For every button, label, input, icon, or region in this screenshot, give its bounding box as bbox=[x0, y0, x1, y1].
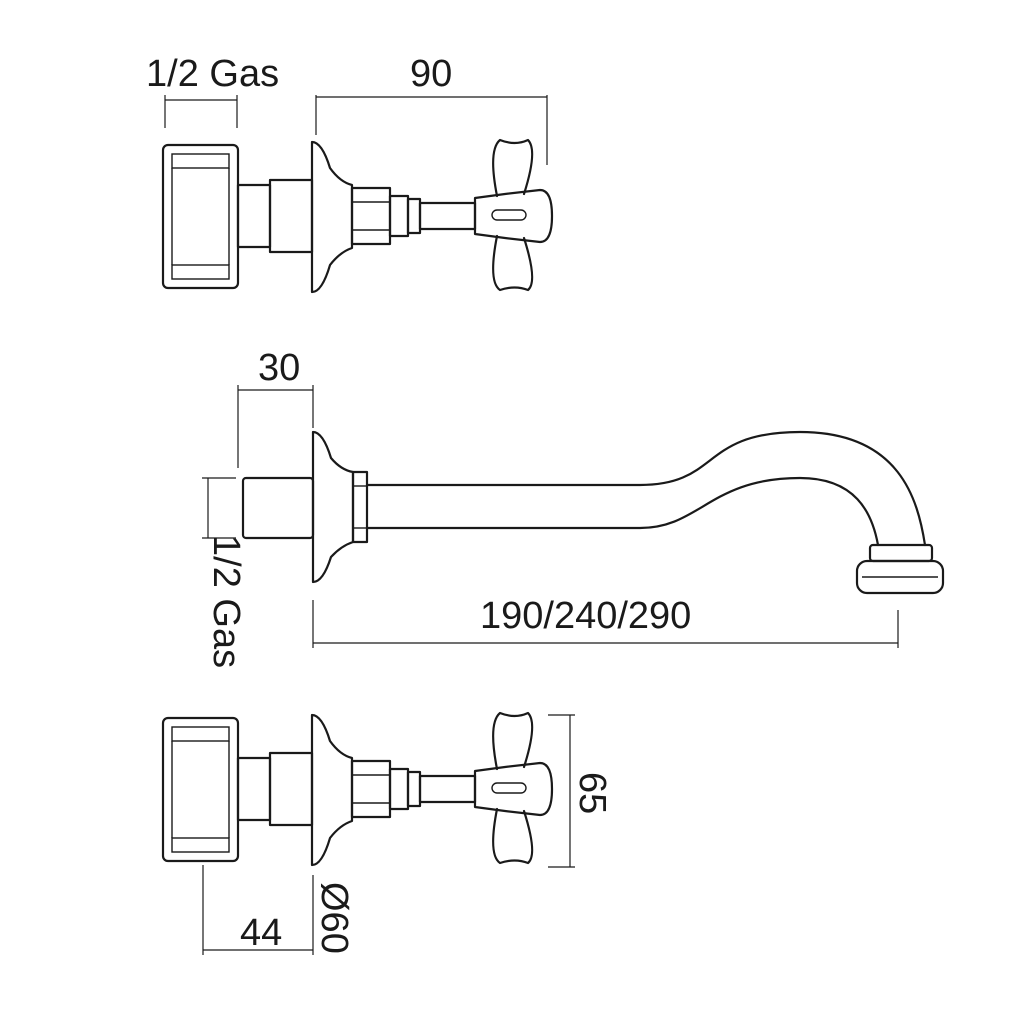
spout-gas-label: 1/2 Gas bbox=[205, 535, 247, 668]
body-offset-label: 44 bbox=[240, 912, 282, 954]
spout-inlet-label: 30 bbox=[258, 347, 300, 389]
bottom-valve bbox=[161, 711, 554, 867]
top-gas-label: 1/2 Gas bbox=[146, 53, 279, 95]
spout-dimensions bbox=[202, 385, 899, 648]
bottom-dimensions bbox=[202, 714, 575, 955]
top-depth-label: 90 bbox=[410, 53, 452, 95]
top-valve bbox=[161, 138, 554, 294]
spout-length-label: 190/240/290 bbox=[480, 595, 691, 637]
top-dimensions bbox=[164, 95, 548, 165]
handle-height-label: 65 bbox=[571, 772, 613, 814]
flange-diameter-label: Ø60 bbox=[313, 882, 355, 954]
spout bbox=[241, 430, 945, 595]
